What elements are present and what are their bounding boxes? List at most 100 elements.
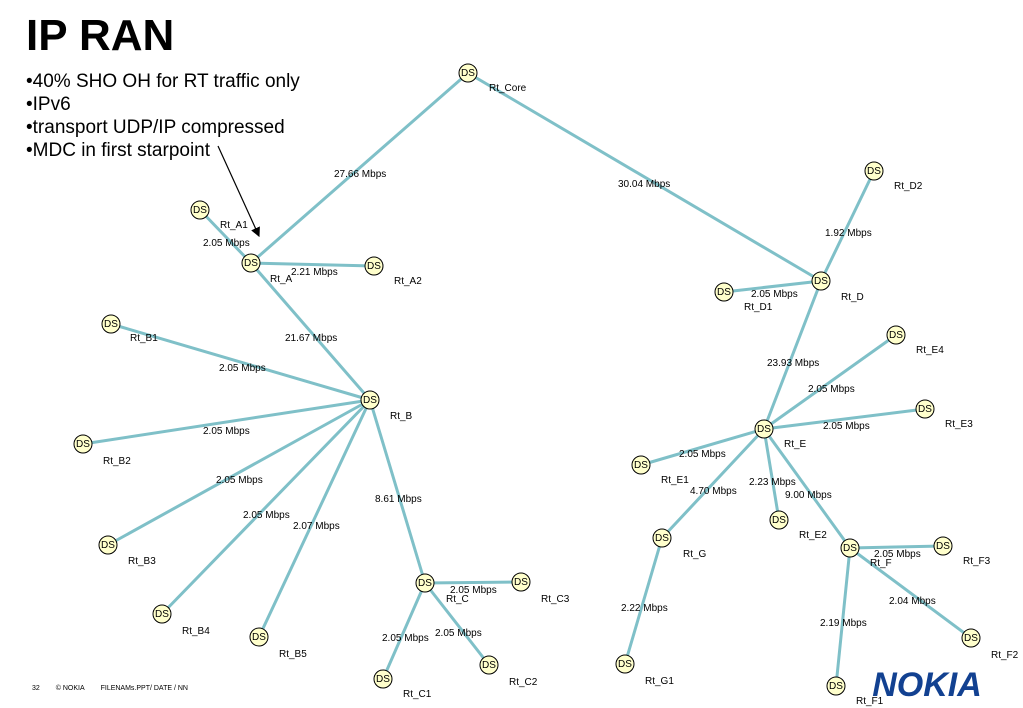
file-info: FILENAMs.PPT/ DATE / NN [100, 685, 188, 692]
node-label: Rt_G [683, 549, 707, 560]
node-label: Rt_D [841, 292, 864, 303]
node-Rt_A1: DS Rt_A1 [190, 200, 248, 231]
ds-node-icon [190, 200, 210, 220]
ds-node-icon [631, 455, 651, 475]
node-Rt_C: DS Rt_C [415, 573, 469, 605]
node-label: Rt_G1 [645, 676, 674, 687]
ds-node-icon [915, 399, 935, 419]
node-label: Rt_F1 [856, 696, 884, 707]
nokia-logo: NOKIA [872, 666, 982, 702]
link-label: 2.05 Mbps [751, 289, 798, 300]
node-Rt_F1: DS Rt_F1 [826, 676, 884, 707]
node-symbol: DS [867, 166, 881, 177]
link-label: 23.93 Mbps [767, 358, 819, 369]
node-symbol: DS [155, 609, 169, 620]
ds-node-icon [479, 655, 499, 675]
node-symbol: DS [618, 659, 632, 670]
node-symbol: DS [363, 395, 377, 406]
node-symbol: DS [193, 205, 207, 216]
link-Rt_Core-Rt_A [249, 71, 470, 265]
ds-node-icon [811, 271, 831, 291]
link-Rt_B-Rt_B1 [109, 322, 372, 402]
link-Rt_A-Rt_B [249, 261, 372, 402]
node-Rt_B3: DS Rt_B3 [98, 535, 156, 567]
link-Rt_E-Rt_E3 [762, 407, 927, 431]
node-label: Rt_E2 [799, 530, 827, 541]
node-label: Rt_F [870, 558, 892, 569]
node-symbol: DS [101, 540, 115, 551]
node-label: Rt_B [390, 411, 413, 422]
link-label: 2.07 Mbps [293, 521, 340, 532]
link-Rt_E-Rt_E1 [639, 427, 766, 467]
node-label: Rt_B5 [279, 649, 307, 660]
link-Rt_B-Rt_B4 [160, 398, 372, 616]
node-label: Rt_B4 [182, 626, 210, 637]
ds-node-icon [714, 282, 734, 302]
node-label: Rt_E1 [661, 475, 689, 486]
ds-node-icon [886, 325, 906, 345]
bullet-item: •transport UDP/IP compressed [26, 117, 285, 138]
ds-node-icon [152, 604, 172, 624]
link-label: 2.05 Mbps [203, 426, 250, 437]
link-Rt_D-Rt_D1 [722, 279, 823, 294]
node-symbol: DS [717, 287, 731, 298]
node-label: Rt_A1 [220, 220, 248, 231]
ds-node-icon [652, 528, 672, 548]
slide-footer: 32 © NOKIA FILENAMs.PPT/ DATE / NN [32, 685, 202, 692]
node-symbol: DS [104, 319, 118, 330]
page-number: 32 [32, 685, 40, 692]
link-label: 2.23 Mbps [749, 477, 796, 488]
link-label: 2.05 Mbps [823, 421, 870, 432]
ds-node-icon [769, 510, 789, 530]
link-Rt_F-Rt_F2 [848, 546, 973, 640]
link-Rt_A-Rt_A1 [198, 208, 253, 265]
node-symbol: DS [964, 633, 978, 644]
link-label: 2.05 Mbps [243, 510, 290, 521]
node-symbol: DS [757, 424, 771, 435]
node-label: Rt_Core [489, 83, 527, 94]
node-Rt_G1: DS Rt_G1 [615, 654, 674, 687]
bullet-list: •40% SHO OH for RT traffic only •IPv6 •t… [26, 70, 300, 162]
link-label: 2.05 Mbps [450, 585, 497, 596]
bullet-item: •40% SHO OH for RT traffic only [26, 71, 300, 92]
node-label: Rt_C3 [541, 594, 570, 605]
node-symbol: DS [418, 578, 432, 589]
link-label: 4.70 Mbps [690, 486, 737, 497]
link-label: 2.19 Mbps [820, 618, 867, 629]
node-label: Rt_C [446, 594, 469, 605]
annotation-arrow [217, 145, 260, 238]
ds-node-icon [961, 628, 981, 648]
ds-node-icon [249, 627, 269, 647]
ds-node-icon [98, 535, 118, 555]
node-symbol: DS [244, 258, 258, 269]
link-label: 2.05 Mbps [216, 475, 263, 486]
link-label: 2.05 Mbps [808, 384, 855, 395]
ds-node-icon [864, 161, 884, 181]
ds-node-icon [101, 314, 121, 334]
link-label: 2.05 Mbps [382, 633, 429, 644]
node-symbol: DS [367, 261, 381, 272]
link-Rt_B-Rt_B2 [81, 398, 372, 446]
nokia-logo-text: NOKIA [872, 666, 982, 702]
link-Rt_E-Rt_F [762, 427, 852, 550]
ds-node-icon [511, 572, 531, 592]
annotation-layer [217, 145, 260, 238]
link-Rt_D-Rt_D2 [819, 169, 876, 283]
node-label: Rt_B3 [128, 556, 156, 567]
node-label: Rt_E4 [916, 345, 944, 356]
bullet-item: •IPv6 [26, 94, 71, 115]
link-label: 1.92 Mbps [825, 228, 872, 239]
ds-node-icon [364, 256, 384, 276]
node-symbol: DS [829, 681, 843, 692]
link-label: 2.05 Mbps [679, 449, 726, 460]
